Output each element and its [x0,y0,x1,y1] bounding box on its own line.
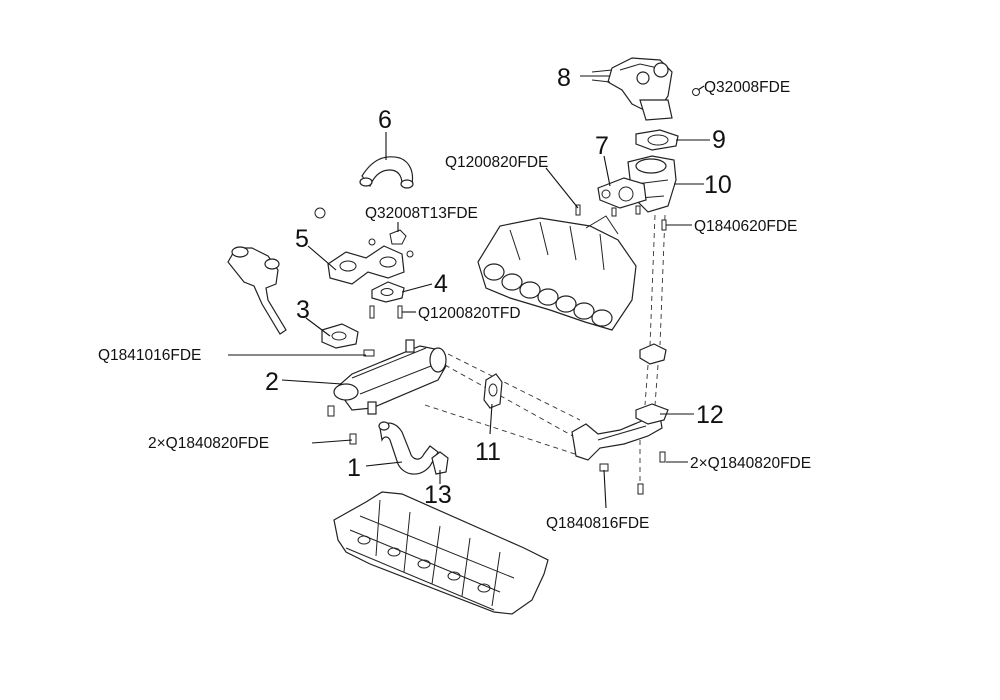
callout-13: 13 [424,481,452,509]
part-6-hose [359,156,414,189]
callout-3: 3 [296,296,310,324]
part-5-egr-pipe [314,207,414,285]
code-q1840816fde: Q1840816FDE [546,515,649,532]
code-q1200820fde: Q1200820FDE [445,154,548,171]
part-3-gasket [321,323,359,349]
callout-10: 10 [704,171,732,199]
part-2-egr-cooler [333,339,447,415]
callout-11: 11 [475,438,501,466]
part-8-egr-valve [591,57,673,121]
assembly-dashed-lines [424,214,666,485]
bolt-small-7b [635,205,641,215]
code-q32008fde: Q32008FDE [704,79,790,96]
coolant-pipe [227,246,287,335]
bolt-12-lower [637,483,644,495]
code-q32008t13fde: Q32008T13FDE [365,205,478,222]
callout-4: 4 [434,270,448,298]
code-q1841016fde: Q1841016FDE [98,347,201,364]
bolt-q1200820fde [575,204,581,216]
code-q1840820fde-left: 2×Q1840820FDE [148,435,269,452]
bolt-q1840820fde-left [349,433,357,445]
nut-q32008t13fde [389,229,407,245]
nut-q32008fde [692,88,700,96]
part-12-egr-pipe [571,343,669,461]
part-1-hose [378,421,439,475]
callout-numbers: 8 9 7 10 6 5 4 3 2 1 11 13 12 [265,64,732,509]
callout-5: 5 [295,225,309,253]
part-11-gasket [483,373,503,409]
part-13-clamp [431,451,449,475]
callout-2: 2 [265,368,279,396]
callout-1: 1 [347,454,361,482]
bolt-small-7 [611,207,617,217]
code-q1840620fde: Q1840620FDE [694,218,797,235]
bolt-q1841016fde [363,349,375,357]
bolt-q1840620fde [661,219,667,231]
code-q1200820tfd: Q1200820TFD [418,305,521,322]
callout-7: 7 [595,132,609,160]
code-q1840820fde-right: 2×Q1840820FDE [690,455,811,472]
bolt-q1840816fde [599,463,609,472]
bolt-4a [369,305,375,319]
bolt-2a [327,405,335,417]
part-9-gasket [635,129,679,151]
callout-8: 8 [557,64,571,92]
bolt-q1840820fde-right [659,451,666,463]
callout-6: 6 [378,106,392,134]
leader-lines [228,75,710,509]
bolt-q1200820tfd [397,305,403,319]
callout-9: 9 [712,126,726,154]
part-4-gasket [371,281,405,303]
fastener-codes: Q32008FDE Q1200820FDE Q1840620FDE Q32008… [98,79,811,532]
intake-manifold [477,215,637,331]
cylinder-head [333,491,549,615]
callout-12: 12 [696,401,724,429]
